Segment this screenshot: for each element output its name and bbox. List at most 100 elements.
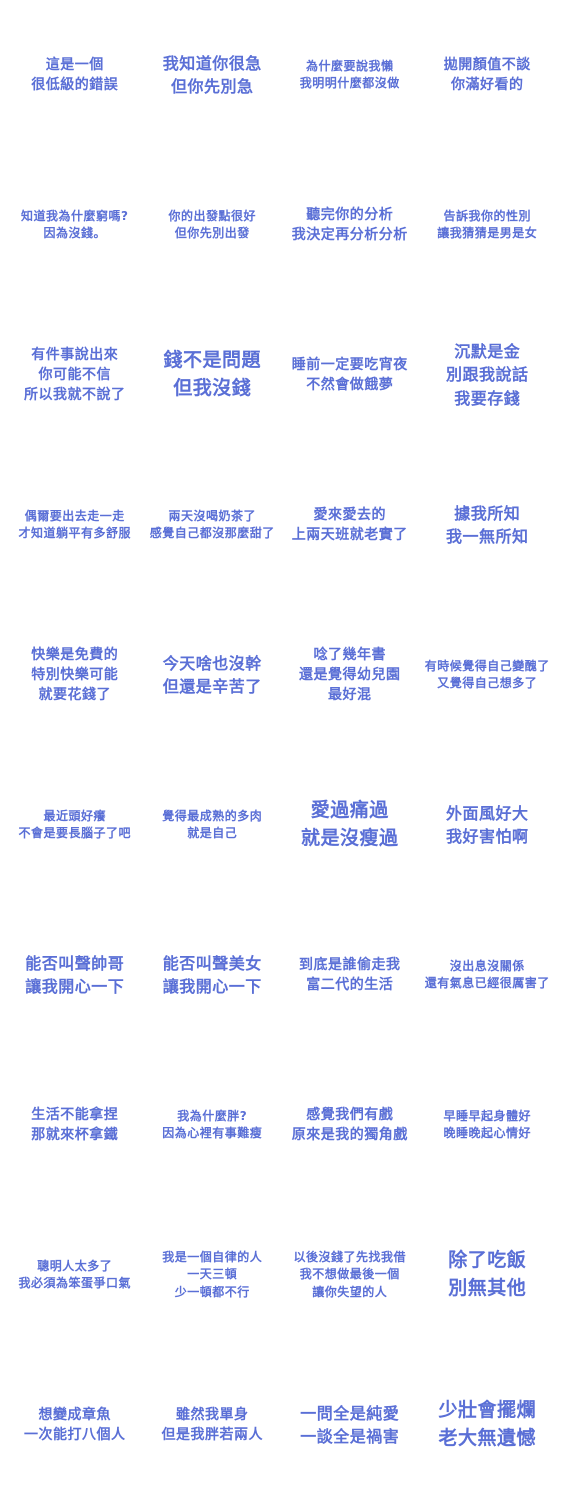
- sticker-text-line: 我為什麼胖?: [177, 1108, 248, 1123]
- sticker-text-line: 生活不能拿捏: [31, 1106, 119, 1123]
- sticker-text-line: 聰明人太多了: [37, 1258, 113, 1273]
- sticker-text-line: 上兩天班就老實了: [291, 527, 408, 543]
- sticker-34[interactable]: 我是一個自律的人一天三頓少一頓都不行: [144, 1200, 282, 1350]
- sticker-32[interactable]: 早睡早起身體好晚睡晚起心情好: [419, 1050, 557, 1200]
- sticker-text-line: 讓我猜猜是男是女: [437, 226, 538, 240]
- sticker-40[interactable]: 少壯會擺爛老大無遺憾: [419, 1350, 557, 1500]
- sticker-text-line: 還有氣息已經很厲害了: [424, 976, 550, 990]
- sticker-text-line: 讓你失望的人: [312, 1284, 388, 1299]
- sticker-text-line: 讓我開心一下: [162, 977, 262, 996]
- sticker-text-line: 原來是我的獨角戲: [291, 1127, 408, 1143]
- sticker-38[interactable]: 雖然我單身但是我胖若兩人: [144, 1350, 282, 1500]
- sticker-text-line: 就要花錢了: [38, 687, 111, 704]
- sticker-text-line: 為什麼要說我懶: [305, 58, 394, 73]
- sticker-text-line: 但你先別出發: [174, 226, 250, 240]
- sticker-text-line: 到底是誰偷走我: [299, 956, 401, 973]
- sticker-text-line: 睡前一定要吃宵夜: [291, 356, 408, 373]
- sticker-21[interactable]: 最近頭好癢不會是要長腦子了吧: [6, 750, 144, 900]
- sticker-1[interactable]: 這是一個很低級的錯誤: [6, 0, 144, 150]
- sticker-text-line: 但我沒錢: [173, 377, 252, 399]
- sticker-27[interactable]: 到底是誰偷走我富二代的生活: [281, 900, 419, 1050]
- sticker-6[interactable]: 你的出發點很好但你先別出發: [144, 150, 282, 300]
- sticker-30[interactable]: 我為什麼胖?因為心裡有事難瘦: [144, 1050, 282, 1200]
- sticker-text-line: 有件事說出來: [31, 346, 119, 363]
- sticker-12[interactable]: 沉默是金別跟我說話我要存錢: [419, 300, 557, 450]
- sticker-5[interactable]: 知道我為什麼窮嗎? 因為沒錢。: [6, 150, 144, 300]
- sticker-9[interactable]: 有件事說出來你可能不信所以我就不說了: [6, 300, 144, 450]
- sticker-text-line: 但你先別急: [170, 77, 254, 96]
- sticker-10[interactable]: 錢不是問題但我沒錢: [144, 300, 282, 450]
- sticker-7[interactable]: 聽完你的分析我決定再分析分析: [281, 150, 419, 300]
- sticker-13[interactable]: 偶爾要出去走一走才知道躺平有多舒服: [6, 450, 144, 600]
- sticker-text-line: 感覺我們有戲: [306, 1106, 394, 1123]
- sticker-19[interactable]: 唸了幾年書還是覺得幼兒園最好混: [281, 600, 419, 750]
- sticker-text-line: 才知道躺平有多舒服: [18, 526, 131, 540]
- sticker-8[interactable]: 告訴我你的性別讓我猜猜是男是女: [419, 150, 557, 300]
- sticker-text-line: 我好害怕啊: [445, 827, 529, 846]
- sticker-31[interactable]: 感覺我們有戲原來是我的獨角戲: [281, 1050, 419, 1200]
- sticker-text-line: 很低級的錯誤: [31, 77, 119, 93]
- sticker-text-line: 外面風好大: [445, 803, 529, 823]
- sticker-text-line: 那就來杯拿鐵: [31, 1127, 119, 1143]
- sticker-25[interactable]: 能否叫聲帥哥讓我開心一下: [6, 900, 144, 1050]
- sticker-22[interactable]: 覺得最成熟的多肉就是自己: [144, 750, 282, 900]
- sticker-text-line: 老大無遺憾: [438, 1427, 536, 1449]
- sticker-11[interactable]: 睡前一定要吃宵夜不然會做餓夢: [281, 300, 419, 450]
- sticker-text-line: 因為沒錢。: [43, 226, 106, 240]
- sticker-text-line: 別無其他: [448, 1277, 527, 1299]
- sticker-3[interactable]: 為什麼要說我懶我明明什麼都沒做: [281, 0, 419, 150]
- sticker-text-line: 一問全是純愛: [300, 1403, 400, 1423]
- sticker-text-line: 拋開顏值不談: [443, 56, 531, 73]
- sticker-text-line: 我明明什麼都沒做: [299, 76, 400, 90]
- sticker-text-line: 我是一個自律的人: [162, 1249, 263, 1264]
- sticker-17[interactable]: 快樂是免費的特別快樂可能就要花錢了: [6, 600, 144, 750]
- sticker-15[interactable]: 愛來愛去的上兩天班就老實了: [281, 450, 419, 600]
- sticker-26[interactable]: 能否叫聲美女讓我開心一下: [144, 900, 282, 1050]
- sticker-36[interactable]: 除了吃飯別無其他: [419, 1200, 557, 1350]
- sticker-text-line: 富二代的生活: [306, 977, 394, 993]
- sticker-text-line: 我決定再分析分析: [291, 227, 408, 243]
- sticker-text-line: 今天啥也沒幹: [162, 653, 262, 673]
- sticker-text-line: 就是自己: [187, 826, 238, 840]
- sticker-33[interactable]: 聰明人太多了我必須為笨蛋爭口氣: [6, 1200, 144, 1350]
- sticker-37[interactable]: 想變成章魚一次能打八個人: [6, 1350, 144, 1500]
- sticker-text-line: 別跟我說話: [445, 365, 529, 385]
- sticker-text-line: 有時候覺得自己變醜了: [424, 658, 550, 673]
- sticker-text-line: 我要存錢: [454, 388, 521, 408]
- sticker-text-line: 少一頓都不行: [174, 1284, 250, 1299]
- sticker-text-line: 知道我為什麼窮嗎?: [21, 208, 129, 223]
- sticker-24[interactable]: 外面風好大我好害怕啊: [419, 750, 557, 900]
- sticker-4[interactable]: 拋開顏值不談你滿好看的: [419, 0, 557, 150]
- sticker-text-line: 一天三頓: [187, 1267, 238, 1282]
- sticker-14[interactable]: 兩天沒喝奶茶了感覺自己都沒那麼甜了: [144, 450, 282, 600]
- sticker-text-line: 以後沒錢了先找我借: [293, 1249, 406, 1264]
- sticker-text-line: 沉默是金: [454, 342, 521, 362]
- sticker-23[interactable]: 愛過痛過就是沒瘦過: [281, 750, 419, 900]
- sticker-16[interactable]: 據我所知我一無所知: [419, 450, 557, 600]
- sticker-text-line: 兩天沒喝奶茶了: [168, 508, 256, 523]
- sticker-text-line: 據我所知: [454, 503, 521, 523]
- sticker-text-line: 唸了幾年書: [313, 646, 386, 663]
- sticker-20[interactable]: 有時候覺得自己變醜了又覺得自己想多了: [419, 600, 557, 750]
- sticker-text-line: 但是我胖若兩人: [161, 1427, 263, 1443]
- sticker-35[interactable]: 以後沒錢了先找我借我不想做最後一個讓你失望的人: [281, 1200, 419, 1350]
- sticker-29[interactable]: 生活不能拿捏那就來杯拿鐵: [6, 1050, 144, 1200]
- sticker-text-line: 覺得最成熟的多肉: [162, 808, 263, 823]
- sticker-text-line: 你可能不信: [38, 366, 111, 383]
- sticker-18[interactable]: 今天啥也沒幹但還是辛苦了: [144, 600, 282, 750]
- sticker-2[interactable]: 我知道你很急但你先別急: [144, 0, 282, 150]
- sticker-39[interactable]: 一問全是純愛一談全是禍害: [281, 1350, 419, 1500]
- sticker-text-line: 能否叫聲帥哥: [25, 953, 125, 973]
- sticker-text-line: 快樂是免費的: [31, 646, 119, 663]
- sticker-text-line: 愛過痛過: [310, 799, 389, 822]
- sticker-text-line: 又覺得自己想多了: [437, 676, 538, 690]
- sticker-text-line: 所以我就不說了: [24, 387, 126, 404]
- sticker-text-line: 讓我開心一下: [25, 977, 125, 996]
- sticker-text-line: 我不想做最後一個: [299, 1267, 400, 1282]
- sticker-28[interactable]: 沒出息沒關係還有氣息已經很厲害了: [419, 900, 557, 1050]
- sticker-text-line: 晚睡晚起心情好: [443, 1126, 531, 1140]
- sticker-text-line: 不會是要長腦子了吧: [18, 826, 131, 840]
- sticker-text-line: 不然會做餓夢: [306, 377, 394, 393]
- sticker-text-line: 一次能打八個人: [24, 1427, 126, 1443]
